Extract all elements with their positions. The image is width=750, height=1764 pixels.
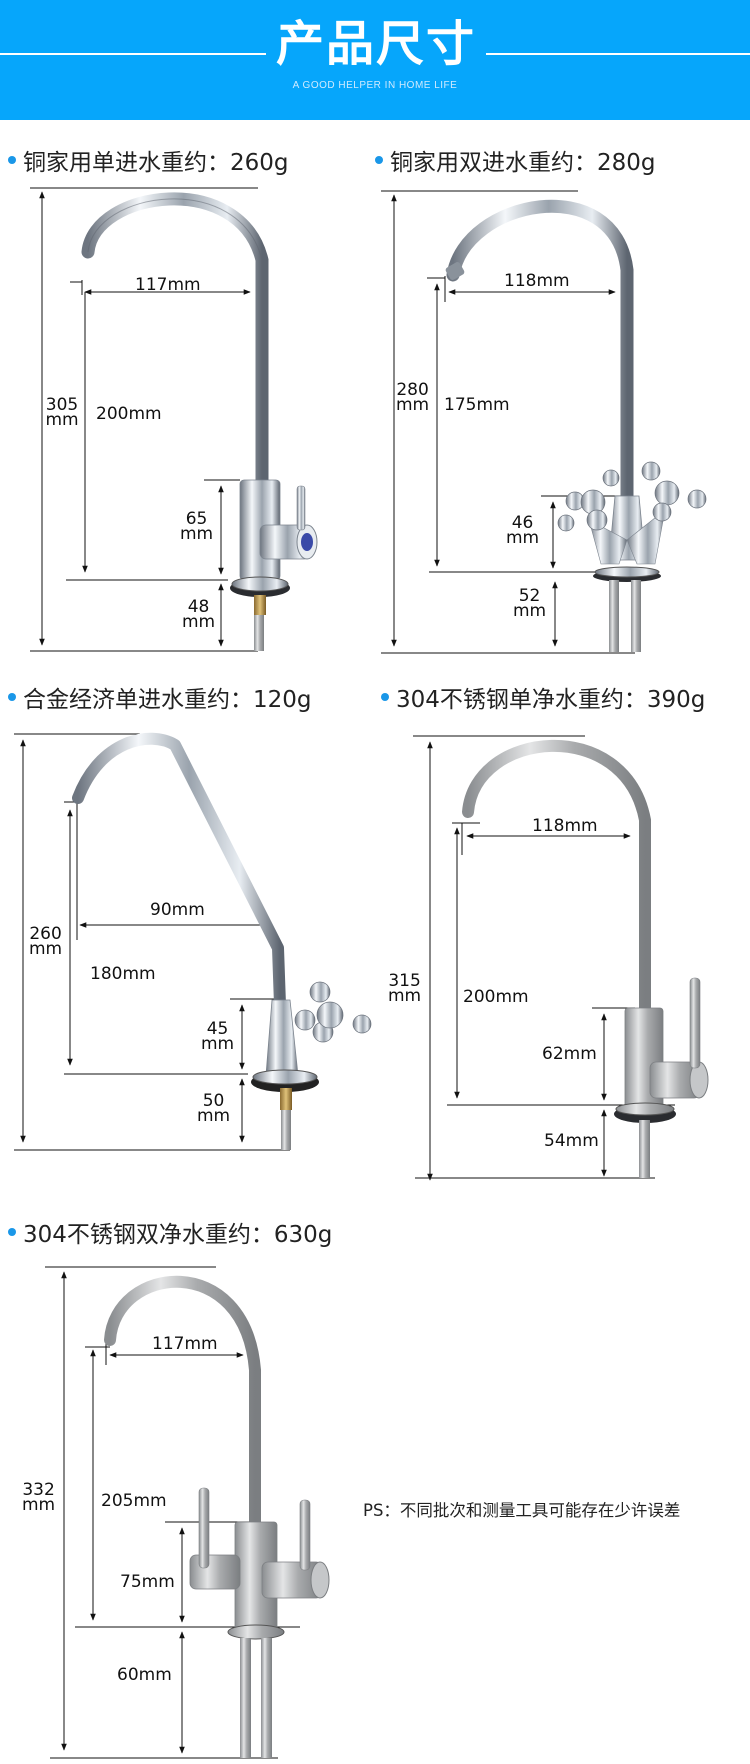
dim-unit: mm <box>197 1106 231 1126</box>
product-diagram: 332 mm 205mm 117mm 75mm 60mm <box>0 1260 375 1764</box>
dim-unit: mm <box>22 1495 56 1515</box>
product-diagram: 315 mm 200mm 118mm 62mm 54mm <box>375 720 750 1190</box>
dim-unit: mm <box>513 601 547 621</box>
dim-value: 46 <box>511 513 534 533</box>
dim-unit: mm <box>506 528 540 548</box>
product-title-text: 铜家用单进水重约：260g <box>23 150 289 176</box>
total-height-label: 260 mm <box>29 924 63 959</box>
total-height-label: 332 mm <box>22 1480 56 1515</box>
shank-length-label: 60mm <box>117 1665 172 1685</box>
dim-unit: mm <box>396 395 430 415</box>
bullet-icon <box>8 693 16 701</box>
shank-length-label: 52 mm <box>513 586 547 621</box>
bullet-icon <box>8 156 16 164</box>
body-height-label: 75mm <box>120 1572 175 1592</box>
body-height-label: 62mm <box>542 1044 597 1064</box>
faucet-illustration <box>30 187 318 652</box>
faucet-illustration <box>381 190 707 654</box>
faucet-illustration <box>413 735 709 1181</box>
dim-unit: mm <box>201 1034 235 1054</box>
reach-label: 90mm <box>150 900 205 920</box>
dim-value: 48 <box>187 597 210 617</box>
body-height-label: 45 mm <box>201 1019 235 1054</box>
reach-label: 118mm <box>532 816 598 836</box>
product-title-text: 304不锈钢双净水重约：630g <box>23 1222 333 1248</box>
dim-value: 315 <box>388 971 421 991</box>
reach-label: 117mm <box>152 1334 218 1354</box>
measurement-disclaimer: PS：不同批次和测量工具可能存在少许误差 <box>363 1501 681 1520</box>
bullet-icon <box>381 693 389 701</box>
spout-height-label: 180mm <box>90 964 156 984</box>
body-height-label: 46 mm <box>506 513 540 548</box>
dim-value: 65 <box>185 509 208 529</box>
product-title: 铜家用双进水重约：280g <box>375 145 656 176</box>
header-divider-left <box>0 53 266 55</box>
shank-length-label: 48 mm <box>182 597 216 632</box>
spout-height-label: 200mm <box>463 987 529 1007</box>
dim-unit: mm <box>29 939 63 959</box>
product-title: 304不锈钢双净水重约：630g <box>8 1217 333 1248</box>
page-subtitle: A GOOD HELPER IN HOME LIFE <box>292 80 458 91</box>
reach-label: 118mm <box>504 271 570 291</box>
dim-value: 280 <box>396 380 429 400</box>
dim-unit: mm <box>180 524 214 544</box>
dim-unit: mm <box>45 410 79 430</box>
total-height-label: 305 mm <box>42 395 82 430</box>
reach-label: 117mm <box>135 275 201 295</box>
dim-unit: mm <box>182 612 216 632</box>
total-height-label: 280 mm <box>396 380 430 415</box>
dim-unit: mm <box>388 986 422 1006</box>
shank-length-label: 50 mm <box>197 1091 231 1126</box>
spout-height-label: 205mm <box>101 1491 167 1511</box>
total-height-label: 315 mm <box>388 971 422 1006</box>
dim-value: 305 <box>45 395 79 415</box>
product-title: 铜家用单进水重约：260g <box>8 145 289 176</box>
product-title: 304不锈钢单净水重约：390g <box>381 682 706 713</box>
faucet-illustration <box>14 732 372 1151</box>
spout-height-label: 175mm <box>444 395 510 415</box>
spout-height-label: 200mm <box>96 404 162 424</box>
product-title-text: 304不锈钢单净水重约：390g <box>396 687 706 713</box>
bullet-icon <box>8 1228 16 1236</box>
product-title: 合金经济单进水重约：120g <box>8 682 312 713</box>
dim-value: 52 <box>518 586 541 606</box>
product-title-text: 合金经济单进水重约：120g <box>23 687 312 713</box>
body-height-label: 65 mm <box>180 509 214 544</box>
dim-value: 50 <box>202 1091 225 1111</box>
header-divider-right <box>486 53 750 55</box>
bullet-icon <box>375 156 383 164</box>
product-diagram: 305 mm 200mm 117mm 65 mm 48 mm <box>0 180 375 660</box>
product-diagram: 260 mm 180mm 90mm 45 mm 50 mm <box>0 720 375 1180</box>
faucet-illustration <box>45 1266 330 1759</box>
shank-length-label: 54mm <box>544 1131 599 1151</box>
product-title-text: 铜家用双进水重约：280g <box>390 150 656 176</box>
page-header: 产品尺寸 A GOOD HELPER IN HOME LIFE <box>0 0 750 120</box>
dim-value: 332 <box>22 1480 55 1500</box>
dim-value: 260 <box>29 924 62 944</box>
page-title: 产品尺寸 <box>275 16 476 72</box>
product-diagram: 280 mm 175mm 118mm 46 mm 52 mm <box>375 180 750 660</box>
dim-value: 45 <box>206 1019 229 1039</box>
